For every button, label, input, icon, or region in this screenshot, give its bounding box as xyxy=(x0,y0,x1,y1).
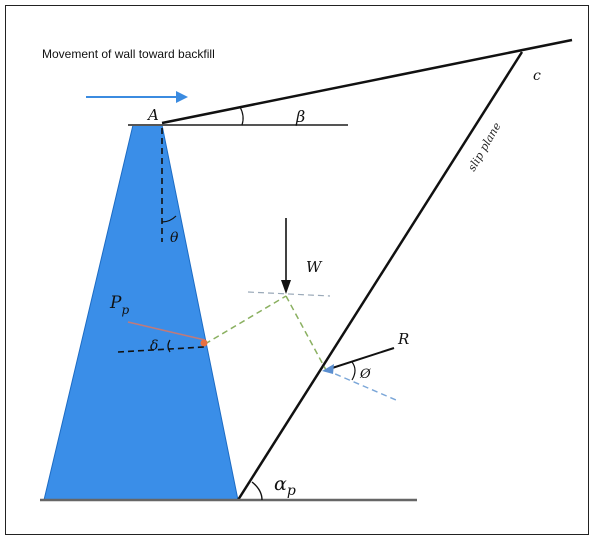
delta-angle-arc xyxy=(167,339,171,353)
pp-force-line xyxy=(127,321,206,341)
delta-reference-dashed xyxy=(117,346,205,353)
label-alpha-p: αp xyxy=(274,473,296,499)
label-pp: Pp xyxy=(109,293,129,317)
theta-angle-arc xyxy=(161,215,177,223)
movement-arrow-icon xyxy=(86,91,188,103)
caption: Movement of wall toward backfill xyxy=(42,47,215,61)
beta-angle-arc xyxy=(239,106,244,126)
alpha-angle-arc xyxy=(251,481,263,501)
label-phi: Ø xyxy=(359,367,371,382)
force-line-pp xyxy=(204,295,287,345)
label-w: W xyxy=(306,258,323,276)
retaining-wall xyxy=(43,124,239,501)
weight-arrow-icon xyxy=(281,218,291,294)
label-slip-plane: slip plane xyxy=(465,120,503,174)
r-contact-arrow-icon xyxy=(322,364,334,374)
diagram-frame xyxy=(5,5,589,535)
pp-contact-point xyxy=(200,339,208,347)
label-beta: β xyxy=(295,107,305,126)
slip-plane-line xyxy=(236,51,524,501)
r-force-line xyxy=(325,347,395,371)
r-normal-dashed xyxy=(325,369,397,401)
phi-angle-arc xyxy=(351,361,356,381)
label-a: A xyxy=(146,106,159,124)
backfill-surface xyxy=(161,38,573,125)
label-theta: θ xyxy=(170,230,179,246)
label-delta: δ xyxy=(150,338,158,354)
label-c: c xyxy=(533,68,541,84)
force-line-r xyxy=(285,295,327,371)
label-r: R xyxy=(397,330,409,348)
centroid-horizontal-dashed xyxy=(247,291,331,297)
